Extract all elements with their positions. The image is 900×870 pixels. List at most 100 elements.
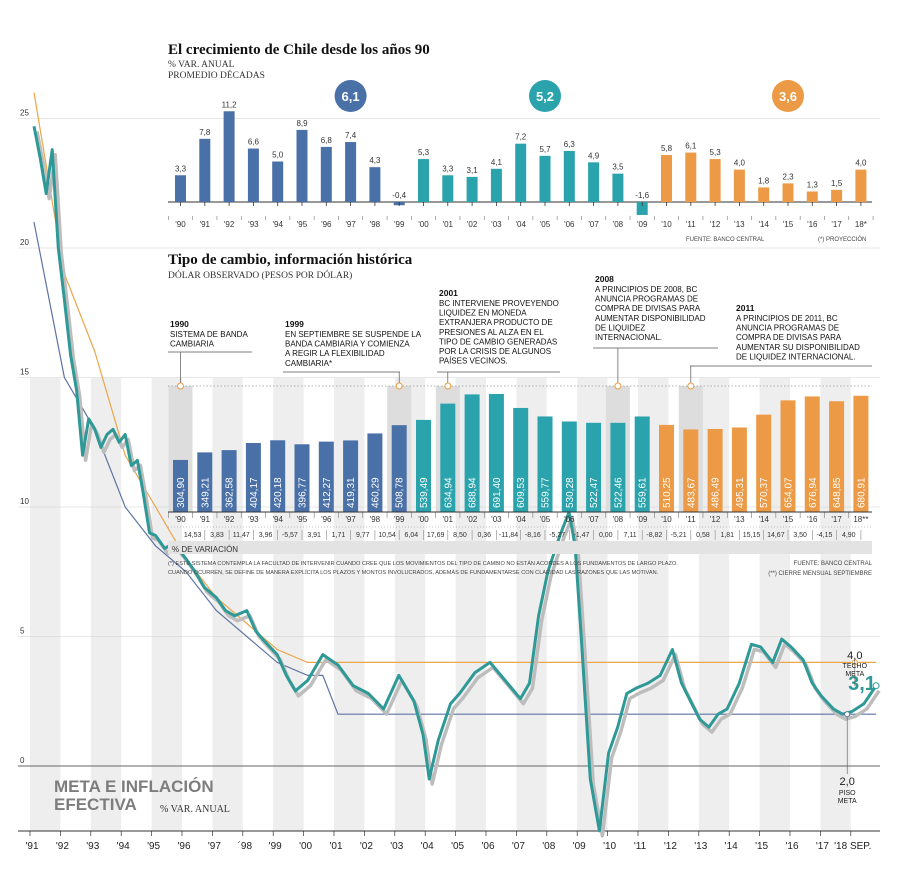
growth-value-label: 8,9: [296, 119, 308, 128]
inflation-end-marker: [872, 682, 880, 690]
fx-value-label: 654,07: [784, 477, 795, 508]
decade-average-badge: [772, 80, 804, 112]
fx-tick-label: '05: [540, 515, 551, 524]
fx-value-label: 559,77: [541, 477, 552, 508]
y-tick-label: 25: [20, 109, 29, 118]
y-tick-label: 15: [20, 368, 29, 377]
growth-value-label: 1,3: [807, 180, 819, 189]
growth-value-label: 5,3: [418, 148, 430, 157]
inflation-title-2: EFECTIVA: [54, 795, 137, 814]
growth-bar: [636, 202, 648, 215]
growth-bar: [539, 155, 551, 202]
fx-bar: [197, 452, 213, 512]
growth-value-label: 7,2: [515, 133, 527, 142]
variation-value: 9,77: [356, 532, 370, 539]
fx-value-label: 420,18: [273, 477, 284, 508]
fx-value-label: 688,94: [468, 477, 479, 508]
fx-tick-label: '17: [831, 515, 842, 524]
variation-value: -1,47: [573, 532, 589, 539]
fx-value-label: 522,47: [589, 477, 600, 508]
inflation-year-bands: [30, 378, 851, 831]
x-tick-label: '13: [694, 841, 707, 852]
fx-value-label: 680,91: [856, 477, 867, 508]
variation-value: -5,57: [282, 532, 298, 539]
growth-value-label: 3,3: [442, 164, 454, 173]
growth-subtitle-1: % VAR. ANUAL: [168, 60, 235, 70]
annotation-text-line: CAMBIARIA*: [285, 359, 332, 368]
growth-bar: [272, 161, 284, 202]
annotation-text-line: DE LIQUIDEZ: [595, 323, 645, 332]
fx-tick-label: '99: [394, 515, 405, 524]
growth-tick-label: '99: [394, 220, 405, 229]
variation-value: -11,84: [499, 532, 518, 539]
x-tick-label: '07: [512, 841, 525, 852]
growth-tick-label: '03: [491, 220, 502, 229]
growth-tick-label: '01: [443, 220, 454, 229]
fx-tick-label: '09: [637, 515, 648, 524]
x-tick-label: '99: [269, 841, 282, 852]
growth-tick-label: '06: [564, 220, 575, 229]
fx-value-label: 349,21: [200, 477, 211, 508]
fx-tick-label: '14: [758, 515, 769, 524]
variation-value: -5,27: [549, 532, 565, 539]
x-tick-label: '14: [725, 841, 738, 852]
growth-bar: [758, 187, 770, 202]
fx-bar: [537, 416, 553, 512]
annotation-marker: [687, 382, 695, 390]
fx-tick-label: '01: [443, 515, 454, 524]
variation-value: 1,81: [720, 532, 734, 539]
year-band: [30, 378, 61, 831]
fx-value-label: 648,85: [832, 477, 843, 508]
growth-tick-label: '15: [783, 220, 794, 229]
growth-tick-label: '97: [345, 220, 356, 229]
growth-value-label: 7,4: [345, 131, 357, 140]
growth-tick-label: '11: [686, 220, 696, 229]
fx-tick-label: '07: [588, 515, 599, 524]
fx-value-label: 570,37: [759, 477, 770, 508]
floor-value-label: 2,0: [840, 776, 855, 788]
annotation-text-line: COMPRA DE DIVISAS PARA: [736, 333, 842, 342]
growth-tick-label: 18*: [855, 220, 867, 229]
variation-value: 3,83: [210, 532, 224, 539]
x-tick-label: '08: [542, 841, 555, 852]
x-tick-label: '16: [785, 841, 798, 852]
x-tick-label: '11: [634, 841, 647, 852]
annotation-year: 1990: [170, 319, 189, 329]
variation-value: -5,21: [671, 532, 687, 539]
annotation-year: 1999: [285, 319, 304, 329]
growth-tick-label: '07: [588, 220, 599, 229]
y-tick-label: 5: [20, 627, 25, 636]
fx-footnote-line-2: CUANDO OCURREN, SE DEFINE DE MANERA EXPL…: [168, 569, 659, 576]
growth-value-label: 5,3: [710, 148, 722, 157]
annotation-text-line: ANUNCIA PROGRAMAS DE: [736, 324, 839, 333]
annotation-marker: [177, 382, 184, 390]
annotation-marker: [444, 382, 452, 390]
fx-bar: [829, 401, 845, 512]
fx-tick-label: '02: [467, 515, 478, 524]
x-tick-label: '10: [603, 841, 616, 852]
floor-label: META: [838, 798, 857, 805]
fx-tick-label: '91: [200, 515, 211, 524]
annotation-marker: [614, 382, 622, 390]
variation-value: 8,50: [453, 532, 467, 539]
x-tick-label: '03: [390, 841, 403, 852]
growth-tick-label: '95: [297, 220, 308, 229]
fx-value-label: 483,67: [686, 477, 697, 508]
x-tick-label: '91: [25, 841, 38, 852]
x-tick-label: '18 SEP.: [834, 841, 871, 852]
growth-value-label: 5,0: [272, 151, 284, 160]
annotation-text-line: PAÍSES VECINOS.: [439, 357, 508, 366]
fx-value-label: 510,25: [662, 477, 673, 508]
growth-tick-label: '09: [637, 220, 648, 229]
floor-marker: [844, 711, 851, 718]
growth-bar: [855, 169, 867, 202]
ceiling-label: META: [845, 671, 864, 678]
fx-bar: [221, 450, 237, 512]
ceiling-value-label: 4,0: [847, 650, 862, 662]
decade-average-badge: [334, 80, 367, 112]
growth-bar: [782, 183, 794, 202]
annotation-text-line: A REGIR LA FLEXIBILIDAD: [285, 349, 385, 358]
fx-value-label: 691,40: [492, 477, 503, 508]
fx-bar: [804, 396, 820, 512]
variation-value: -8,16: [525, 532, 541, 539]
